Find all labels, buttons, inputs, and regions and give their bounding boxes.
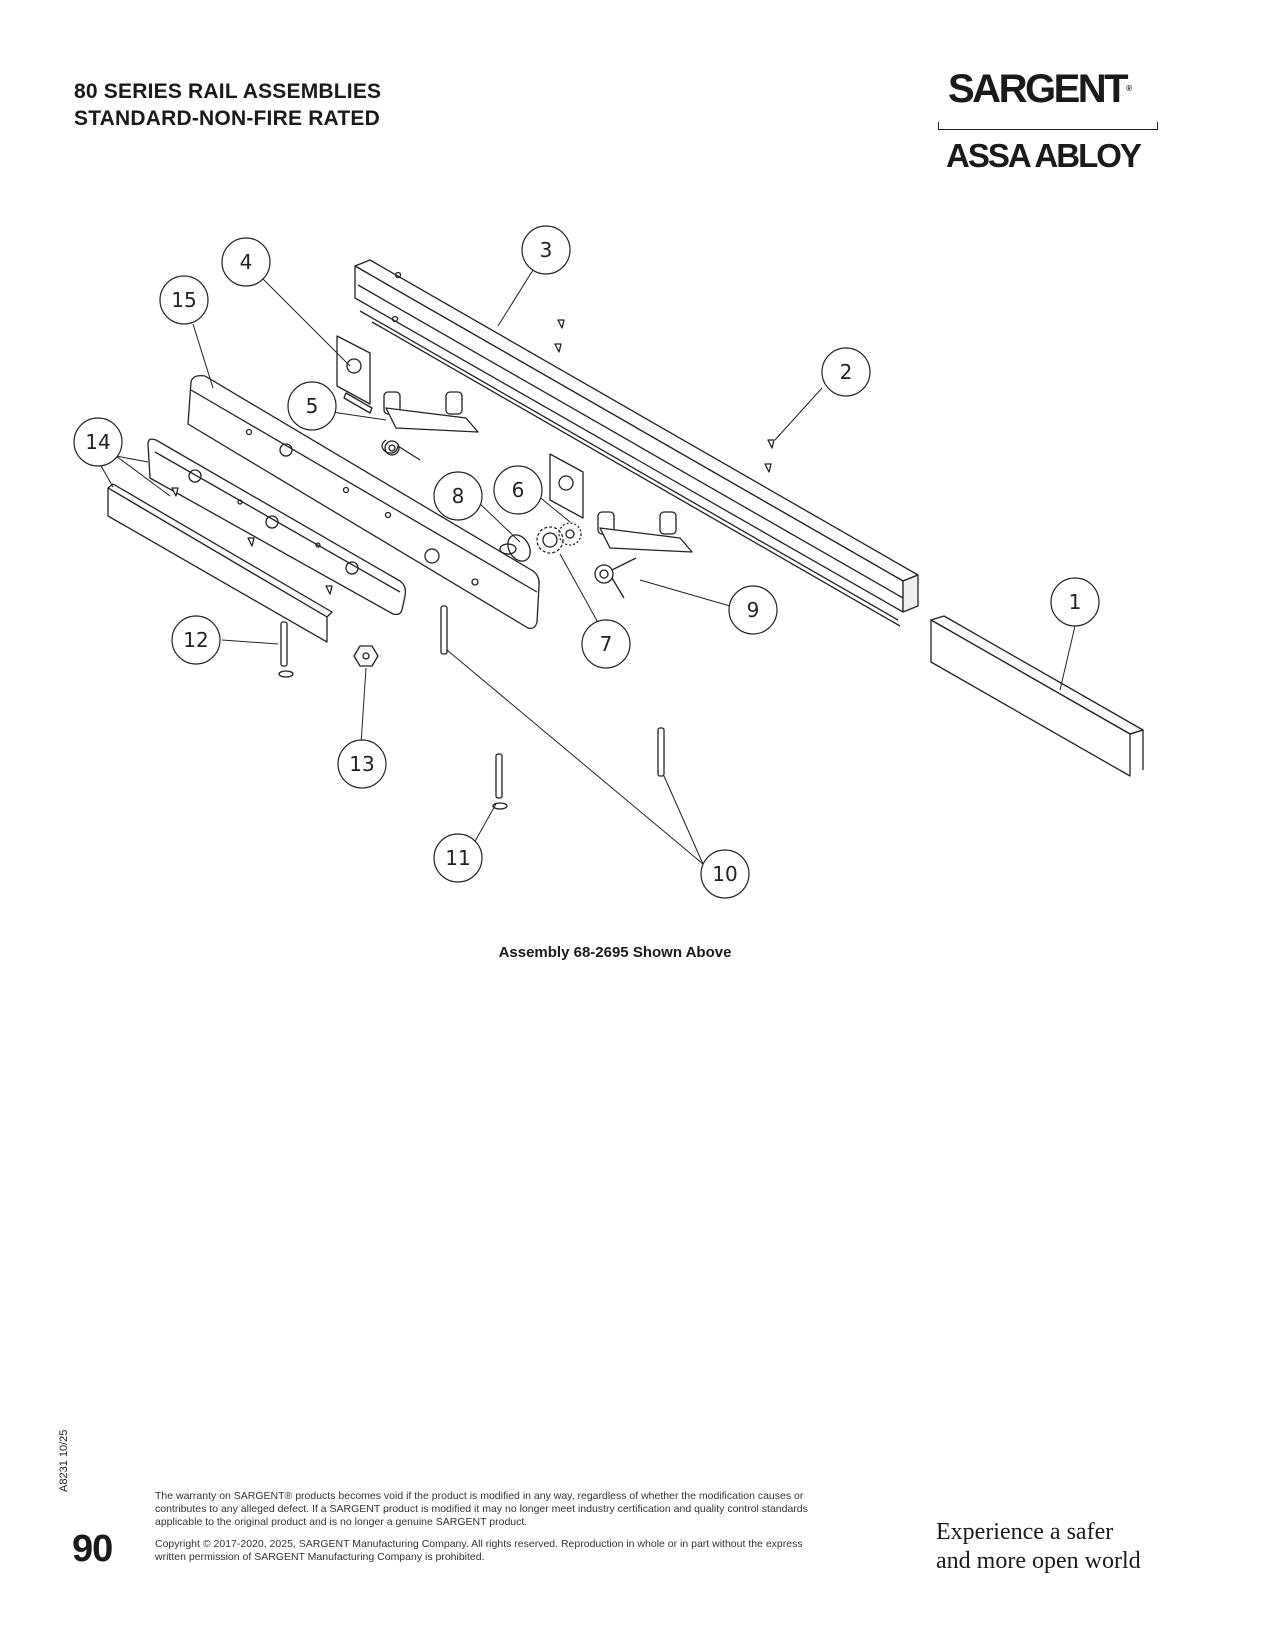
- callout-10: 10: [700, 849, 750, 899]
- tagline-line-1: Experience a safer: [936, 1519, 1114, 1545]
- callout-6: 6: [493, 465, 543, 515]
- tagline-line-2: and more open world: [936, 1548, 1141, 1574]
- part-end-cap: [930, 615, 1144, 777]
- callout-13: 13: [337, 739, 387, 789]
- callout-3: 3: [521, 225, 571, 275]
- part-cover-plate: [107, 483, 333, 643]
- brand-logo: SARGENT® ASSA ABLOY: [938, 66, 1158, 176]
- part-bracket-lower: [549, 453, 584, 519]
- callout-11-label: 11: [445, 846, 470, 870]
- brand-tagline: Experience a safer and more open world: [936, 1518, 1141, 1576]
- callout-8-label: 8: [452, 484, 465, 508]
- part-nut: [353, 645, 379, 667]
- assa-abloy-logo: ASSA ABLOY: [946, 137, 1142, 174]
- registered-mark: ®: [1126, 84, 1132, 93]
- exploded-parts-diagram: 1 2 3 4 5 6 7 8 9 10 11 12 13 14 15: [73, 225, 1144, 899]
- callout-1: 1: [1050, 577, 1100, 627]
- callout-6-label: 6: [512, 478, 525, 502]
- part-rail-channel: [354, 259, 919, 627]
- callout-7: 7: [581, 619, 631, 669]
- callout-11: 11: [433, 833, 483, 883]
- part-pin-1: [440, 605, 448, 655]
- logo-bracket-rule: [938, 122, 1158, 130]
- part-inner-bar: [147, 438, 407, 616]
- part-pin-2: [657, 727, 665, 777]
- callout-4: 4: [221, 237, 271, 287]
- callout-15-label: 15: [171, 288, 196, 312]
- callout-14: 14: [73, 417, 123, 467]
- callout-9-label: 9: [747, 598, 760, 622]
- part-lever-assembly-upper: [381, 391, 479, 461]
- part-pin-with-clip: [278, 621, 294, 678]
- callout-1-label: 1: [1069, 590, 1082, 614]
- page-number: 90: [72, 1528, 113, 1570]
- callout-13-label: 13: [349, 752, 374, 776]
- callout-12-label: 12: [183, 628, 208, 652]
- page-title: 80 SERIES RAIL ASSEMBLIES STANDARD-NON-F…: [74, 78, 381, 132]
- leader-lines: [99, 269, 1076, 865]
- part-lever-assembly-lower: [597, 511, 693, 553]
- sargent-wordmark: SARGENT: [948, 67, 1129, 111]
- document-code: A8231 10/25: [58, 1429, 70, 1492]
- part-torsion-spring: [594, 557, 637, 599]
- part-screws: [171, 319, 775, 595]
- callout-15: 15: [159, 275, 209, 325]
- callout-14-label: 14: [85, 430, 110, 454]
- callout-12: 12: [171, 615, 221, 665]
- part-ring: [507, 534, 531, 562]
- callout-3-label: 3: [540, 238, 553, 262]
- callout-8: 8: [433, 471, 483, 521]
- callout-2: 2: [821, 347, 871, 397]
- part-gear: [536, 522, 582, 554]
- part-bracket-upper: [336, 335, 373, 414]
- callout-5: 5: [287, 381, 337, 431]
- callout-9: 9: [728, 585, 778, 635]
- title-line-1: 80 SERIES RAIL ASSEMBLIES: [74, 80, 382, 103]
- callout-7-label: 7: [600, 632, 613, 656]
- warranty-notice: The warranty on SARGENT® products become…: [155, 1490, 808, 1528]
- part-pin-with-e-clip: [492, 753, 508, 810]
- callout-5-label: 5: [306, 394, 319, 418]
- callout-10-label: 10: [712, 862, 737, 886]
- diagram-caption: Assembly 68-2695 Shown Above: [498, 944, 732, 961]
- part-main-bar: [187, 374, 540, 630]
- callout-4-label: 4: [240, 250, 253, 274]
- sargent-logo: SARGENT®: [938, 66, 1158, 112]
- title-line-2: STANDARD-NON-FIRE RATED: [74, 107, 380, 130]
- callout-2-label: 2: [840, 360, 853, 384]
- copyright-notice: Copyright © 2017-2020, 2025, SARGENT Man…: [155, 1538, 803, 1563]
